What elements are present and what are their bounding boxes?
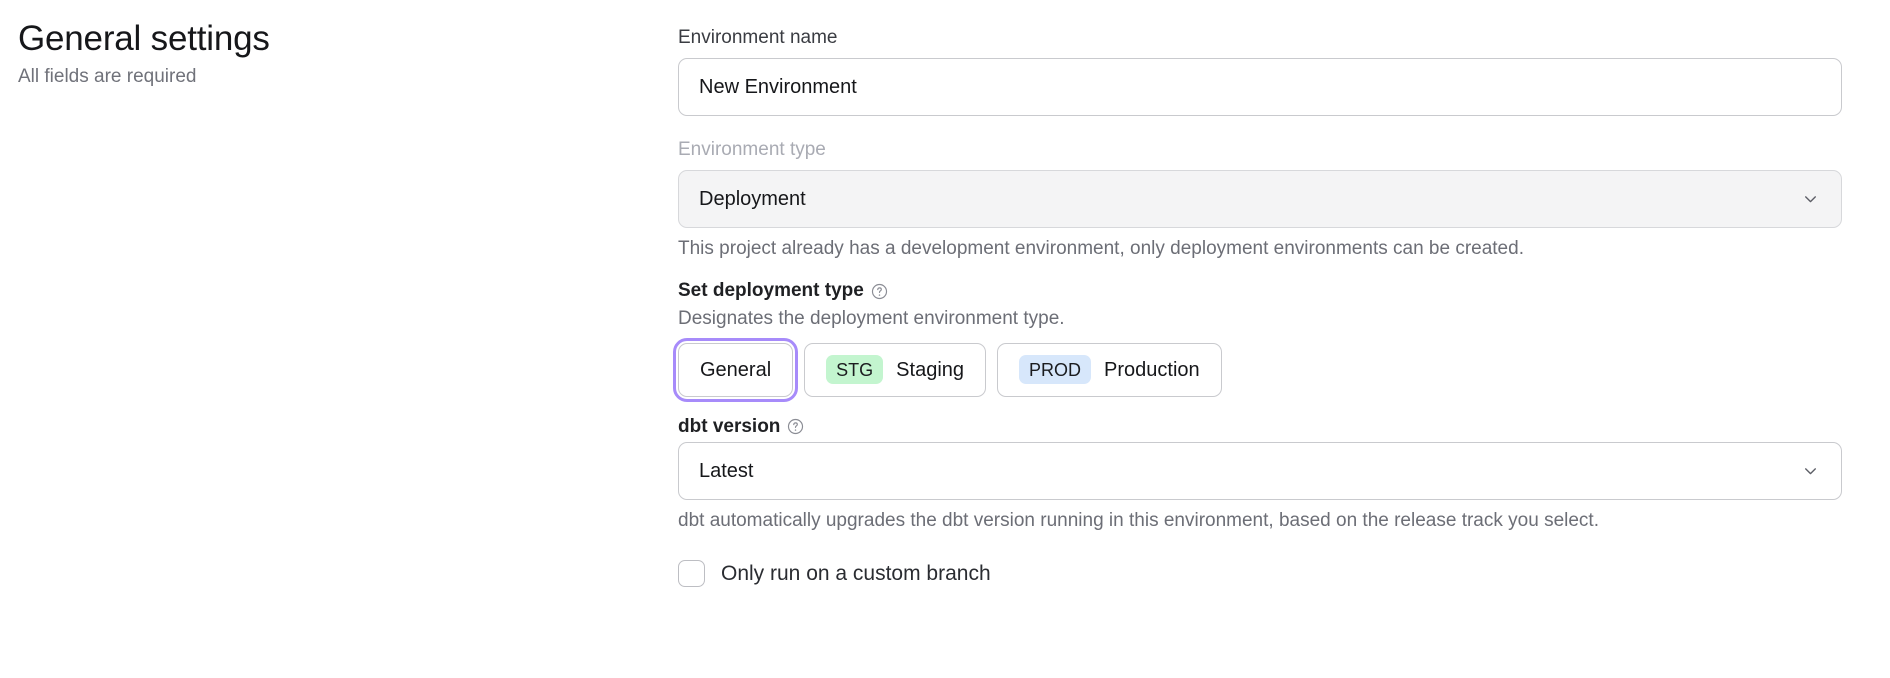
environment-name-input[interactable]: New Environment bbox=[678, 57, 1842, 116]
field-dbt-version: dbt version Latest dbt automatica bbox=[678, 415, 1842, 534]
badge-prod: PROD bbox=[1019, 355, 1092, 385]
settings-form-column: Environment name New Environment Environ… bbox=[672, 0, 1868, 588]
chevron-down-icon bbox=[1802, 190, 1819, 207]
custom-branch-label[interactable]: Only run on a custom branch bbox=[721, 562, 991, 586]
deployment-type-option-staging[interactable]: STG Staging bbox=[804, 342, 987, 397]
dbt-version-select[interactable]: Latest bbox=[678, 442, 1842, 501]
option-label-staging: Staging bbox=[896, 358, 965, 381]
settings-header-column: General settings All fields are required bbox=[0, 0, 678, 89]
chevron-down-icon bbox=[1802, 463, 1819, 480]
deployment-type-label: Set deployment type bbox=[678, 280, 864, 302]
deployment-type-option-general[interactable]: General bbox=[672, 337, 799, 402]
deployment-type-option-group: General STG Staging PROD Production bbox=[672, 337, 1842, 402]
field-custom-branch: Only run on a custom branch bbox=[678, 560, 1842, 588]
dbt-version-value: Latest bbox=[699, 460, 754, 483]
environment-type-select[interactable]: Deployment bbox=[678, 169, 1842, 228]
environment-type-value: Deployment bbox=[699, 187, 806, 210]
environment-type-label: Environment type bbox=[678, 138, 826, 160]
help-circle-icon[interactable] bbox=[871, 283, 888, 300]
dbt-version-hint: dbt automatically upgrades the dbt versi… bbox=[678, 510, 1599, 532]
custom-branch-checkbox[interactable] bbox=[678, 560, 705, 588]
field-deployment-type: Set deployment type Designates the deplo… bbox=[672, 279, 1842, 402]
help-circle-icon[interactable] bbox=[787, 418, 804, 435]
badge-stg: STG bbox=[826, 355, 884, 385]
dbt-version-label-row: dbt version bbox=[678, 415, 1842, 439]
field-environment-name: Environment name New Environment bbox=[678, 26, 1842, 116]
page-subtitle: All fields are required bbox=[18, 65, 197, 87]
deployment-type-option-production[interactable]: PROD Production bbox=[997, 342, 1222, 397]
field-environment-type: Environment type Deployment This project… bbox=[678, 138, 1842, 261]
option-label-production: Production bbox=[1104, 358, 1200, 381]
environment-name-label: Environment name bbox=[678, 27, 838, 48]
dbt-version-label: dbt version bbox=[678, 415, 781, 437]
environment-name-value: New Environment bbox=[699, 75, 857, 98]
deployment-type-description: Designates the deployment environment ty… bbox=[678, 307, 1065, 329]
environment-type-hint: This project already has a development e… bbox=[678, 237, 1524, 259]
page-title: General settings bbox=[18, 19, 270, 58]
option-label-general: General bbox=[700, 358, 772, 381]
deployment-type-label-row: Set deployment type bbox=[678, 279, 1842, 303]
